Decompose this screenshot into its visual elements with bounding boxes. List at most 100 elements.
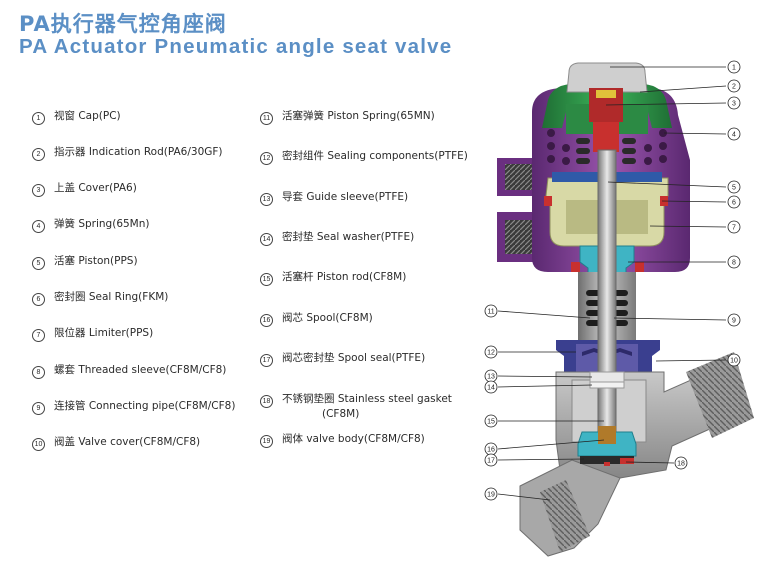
seal-ring-left (544, 196, 552, 206)
part-item-11: 11 活塞弹簧 Piston Spring(65MN) (260, 110, 435, 125)
svg-text:1: 1 (732, 65, 736, 72)
svg-text:8: 8 (732, 260, 736, 267)
callout-13: 13 (484, 369, 498, 383)
part-label: 阀盖 Valve cover(CF8M/CF8) (54, 436, 201, 448)
part-label: 不锈钢垫圈 Stainless steel gasket (282, 393, 452, 405)
part-number: 19 (260, 435, 273, 448)
callout-3: 3 (727, 96, 741, 110)
part-number: 14 (260, 233, 273, 246)
part-number: 8 (32, 366, 45, 379)
part-number: 3 (32, 184, 45, 197)
callout-10: 10 (727, 353, 741, 367)
svg-text:10: 10 (730, 358, 738, 365)
title-chinese: PA执行器气控角座阀 (19, 12, 227, 36)
part-number: 18 (260, 395, 273, 408)
part-label: 阀芯密封垫 Spool seal(PTFE) (282, 352, 426, 364)
part-number: 11 (260, 112, 273, 125)
part-item-10: 10 阀盖 Valve cover(CF8M/CF8) (32, 436, 200, 451)
callout-19: 19 (484, 487, 498, 501)
part-item-4: 4 弹簧 Spring(65Mn) (32, 218, 150, 233)
svg-text:15: 15 (487, 419, 495, 426)
callout-7: 7 (727, 220, 741, 234)
part-label: 上盖 Cover(PA6) (54, 182, 137, 194)
part-label: 弹簧 Spring(65Mn) (54, 218, 150, 230)
svg-text:11: 11 (487, 309, 494, 316)
part-number: 13 (260, 193, 273, 206)
svg-text:2: 2 (732, 84, 736, 91)
svg-text:7: 7 (732, 225, 736, 232)
callout-9: 9 (727, 313, 741, 327)
svg-text:9: 9 (732, 318, 736, 325)
part-number: 5 (32, 257, 45, 270)
callout-8: 8 (727, 255, 741, 269)
svg-text:3: 3 (732, 101, 736, 108)
cap (566, 62, 648, 93)
part-label: 指示器 Indication Rod(PA6/30GF) (54, 146, 223, 158)
part-item-8: 8 螺套 Threaded sleeve(CF8M/CF8) (32, 364, 226, 379)
part-number: 6 (32, 293, 45, 306)
svg-text:13: 13 (487, 374, 495, 381)
part-label: 限位器 Limiter(PPS) (54, 327, 154, 339)
part-number: 17 (260, 354, 273, 367)
part-label: 活塞 Piston(PPS) (54, 255, 138, 267)
part-number: 16 (260, 314, 273, 327)
callout-14: 14 (484, 380, 498, 394)
spool-seal-red (604, 462, 610, 466)
callout-circles: 1 2 3 4 5 6 7 8 9 10 11 12 13 14 15 16 1… (484, 60, 741, 501)
svg-text:12: 12 (487, 350, 495, 357)
part-label: 密封组件 Sealing components(PTFE) (282, 150, 468, 162)
valve-body (519, 352, 754, 557)
part-item-3: 3 上盖 Cover(PA6) (32, 182, 137, 197)
part-label: 活塞杆 Piston rod(CF8M) (282, 271, 407, 283)
seal-washer (589, 381, 625, 389)
housing-seal-left (571, 262, 580, 272)
svg-text:6: 6 (732, 200, 736, 207)
title-english: PA Actuator Pneumatic angle seat valve (19, 35, 453, 58)
callout-6: 6 (727, 195, 741, 209)
cover (542, 84, 672, 128)
callout-18: 18 (674, 456, 688, 470)
part-number: 4 (32, 220, 45, 233)
svg-text:19: 19 (487, 492, 495, 499)
spool-nut (598, 426, 616, 444)
stainless-gasket (620, 458, 634, 464)
part-number: 1 (32, 112, 45, 125)
part-label: 视窗 Cap(PC) (54, 110, 121, 122)
svg-text:17: 17 (487, 458, 495, 465)
spool-seal (580, 456, 634, 464)
part-item-7: 7 限位器 Limiter(PPS) (32, 327, 153, 342)
part-item-1: 1 视窗 Cap(PC) (32, 110, 121, 125)
callout-4: 4 (727, 127, 741, 141)
housing-seal-right (635, 262, 644, 272)
part-label: 阀体 valve body(CF8M/CF8) (282, 433, 425, 445)
svg-text:5: 5 (732, 185, 736, 192)
part-label: 密封垫 Seal washer(PTFE) (282, 231, 415, 243)
part-item-19: 19 阀体 valve body(CF8M/CF8) (260, 433, 425, 448)
callout-2: 2 (727, 79, 741, 93)
callout-16: 16 (484, 442, 498, 456)
piston-rod (597, 149, 617, 441)
svg-text:14: 14 (487, 385, 495, 392)
part-number: 15 (260, 273, 273, 286)
part-number: 2 (32, 148, 45, 161)
indication-rod-tip (596, 90, 616, 98)
part-label: 活塞弹簧 Piston Spring(65MN) (282, 110, 435, 122)
callout-12: 12 (484, 345, 498, 359)
part-number: 10 (32, 438, 45, 451)
guide-sleeve (589, 371, 625, 383)
part-label-line2: (CF8M) (322, 408, 360, 420)
part-item-17: 17 阀芯密封垫 Spool seal(PTFE) (260, 352, 425, 367)
indication-rod-lower (593, 122, 619, 152)
callout-1: 1 (727, 60, 741, 74)
part-item-18: 18 不锈钢垫圈 Stainless steel gasket (CF8M) (260, 393, 452, 421)
part-label: 螺套 Threaded sleeve(CF8M/CF8) (54, 364, 227, 376)
svg-text:18: 18 (677, 461, 685, 468)
inner-spring (576, 138, 636, 164)
part-item-14: 14 密封垫 Seal washer(PTFE) (260, 231, 414, 246)
part-number: 7 (32, 329, 45, 342)
